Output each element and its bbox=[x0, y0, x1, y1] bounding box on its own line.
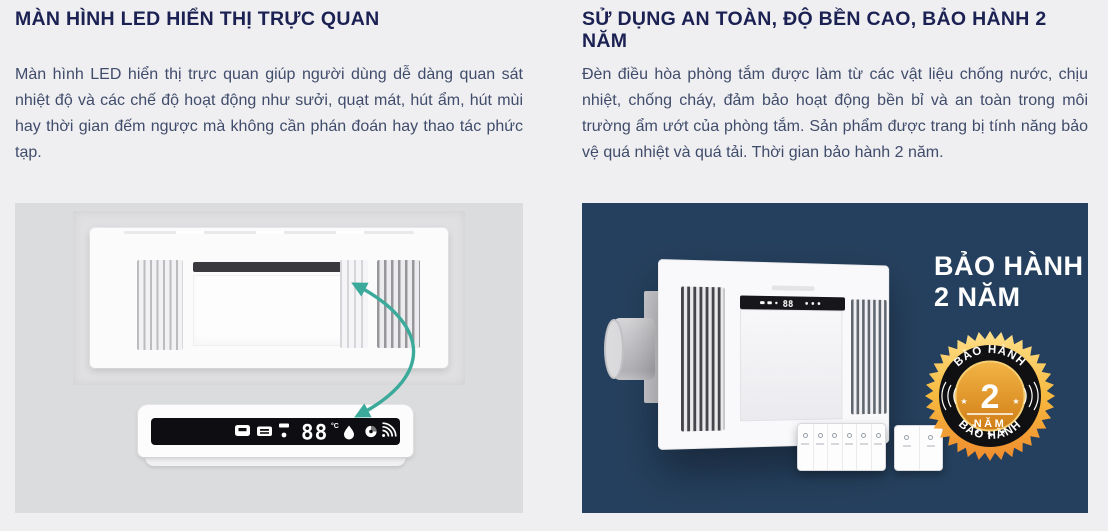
led-display-panel: 88 °C bbox=[138, 405, 413, 457]
key-icon bbox=[846, 433, 852, 438]
product-right-grille bbox=[851, 299, 887, 415]
zoom-arrow bbox=[351, 282, 416, 418]
key-label bbox=[902, 445, 911, 447]
warranty-figure: 88 bbox=[582, 203, 1088, 513]
key-icon bbox=[928, 435, 934, 440]
status-dot-icon bbox=[279, 423, 289, 438]
remote-key bbox=[895, 426, 919, 470]
mini-led-graphics: 88 bbox=[760, 299, 821, 310]
display-panel-base bbox=[145, 457, 406, 466]
svg-text:★: ★ bbox=[974, 428, 980, 436]
heater-icon bbox=[235, 425, 250, 436]
remote-key bbox=[798, 424, 813, 470]
led-strip-graphics: 88 °C bbox=[235, 421, 397, 445]
svg-text:★: ★ bbox=[1012, 397, 1019, 406]
mini-temperature: 88 bbox=[783, 299, 794, 310]
key-label bbox=[801, 443, 810, 445]
key-icon bbox=[904, 435, 910, 440]
product-led-strip: 88 bbox=[739, 295, 845, 311]
product-frame: 88 bbox=[658, 259, 890, 450]
warranty-line2: 2 NĂM bbox=[934, 282, 1021, 312]
key-label bbox=[830, 443, 839, 445]
wifi-icon bbox=[382, 422, 397, 437]
key-label bbox=[874, 443, 883, 445]
warranty-badge: BẢO HÀNH BẢO HÀNH 2 NĂM bbox=[925, 331, 1055, 461]
section-title-warranty: SỬ DỤNG AN TOÀN, ĐỘ BỀN CAO, BẢO HÀNH 2 … bbox=[582, 8, 1047, 52]
badge-label: NĂM bbox=[974, 417, 1007, 430]
badge-speed-lines-right bbox=[1023, 381, 1039, 411]
remote-control-6key bbox=[797, 423, 886, 471]
section-warranty: SỬ DỤNG AN TOÀN, ĐỘ BỀN CAO, BẢO HÀNH 2 … bbox=[582, 0, 1088, 513]
remote-key bbox=[827, 424, 842, 470]
svg-text:★: ★ bbox=[1000, 428, 1006, 436]
remote-control-2key bbox=[894, 425, 943, 471]
key-icon bbox=[861, 433, 867, 438]
temperature-readout: 88 bbox=[301, 421, 328, 445]
remote-key bbox=[812, 424, 828, 470]
key-icon bbox=[875, 433, 881, 438]
brand-mark bbox=[771, 285, 815, 292]
section-paragraph-warranty: Đèn điều hòa phòng tắm được làm từ các v… bbox=[582, 66, 1088, 161]
key-label bbox=[845, 443, 854, 445]
remote-key bbox=[856, 424, 871, 470]
heater-product: 88 bbox=[658, 259, 890, 450]
water-drop-icon bbox=[344, 425, 354, 440]
remote-key bbox=[841, 424, 857, 470]
section-led-display: MÀN HÌNH LED HIỂN THỊ TRỰC QUAN Màn hình… bbox=[15, 0, 523, 513]
key-label bbox=[859, 443, 868, 445]
led-display-figure: 88 °C bbox=[15, 203, 523, 513]
badge-speed-lines-left bbox=[941, 381, 957, 411]
key-icon bbox=[832, 433, 838, 438]
center-light-panel bbox=[193, 275, 350, 346]
section-paragraph-led: Màn hình LED hiển thị trực quan giúp ngư… bbox=[15, 66, 523, 161]
badge-number: 2 bbox=[981, 378, 1000, 416]
temperature-unit: °C bbox=[331, 422, 339, 430]
key-icon bbox=[802, 433, 808, 438]
remote-key bbox=[918, 426, 943, 470]
svg-text:★: ★ bbox=[986, 430, 993, 439]
section-title-led: MÀN HÌNH LED HIỂN THỊ TRỰC QUAN bbox=[15, 8, 380, 30]
product-left-grille bbox=[681, 286, 725, 432]
vent-icon bbox=[257, 426, 272, 436]
badge-stars: ★ ★ ★ ★ ★ bbox=[960, 397, 1019, 439]
display-slot bbox=[193, 262, 350, 272]
product-light-panel bbox=[739, 309, 843, 422]
key-icon bbox=[817, 433, 823, 438]
key-label bbox=[926, 445, 935, 447]
led-strip: 88 °C bbox=[151, 418, 400, 445]
warranty-line1: BẢO HÀNH bbox=[934, 251, 1084, 281]
fan-icon bbox=[365, 425, 377, 438]
svg-text:★: ★ bbox=[960, 397, 967, 406]
left-vent-grille bbox=[137, 260, 183, 350]
key-label bbox=[816, 443, 825, 445]
duct-opening bbox=[604, 319, 624, 379]
unit-top-tabs bbox=[124, 231, 414, 234]
remote-key bbox=[870, 424, 886, 470]
warranty-text: BẢO HÀNH 2 NĂM bbox=[934, 251, 1084, 313]
